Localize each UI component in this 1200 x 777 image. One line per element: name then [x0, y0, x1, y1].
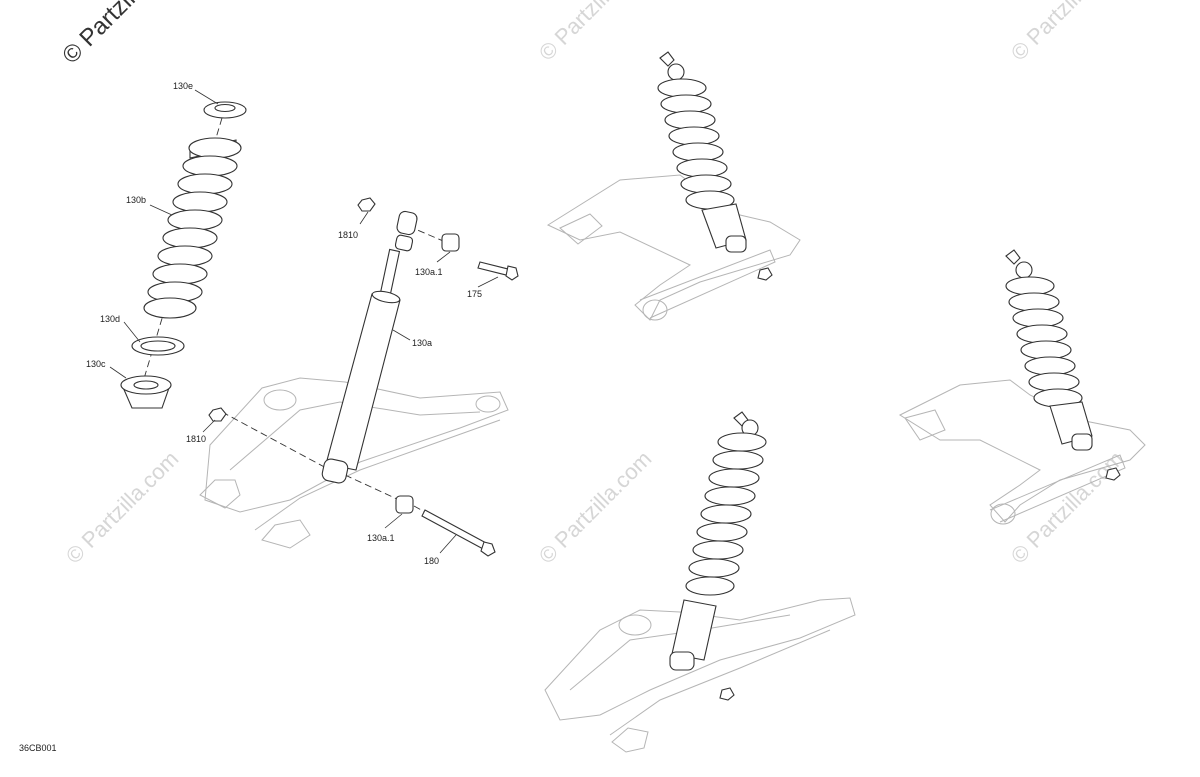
swing-arm-ghost [199, 377, 509, 549]
callout-130b: 130b [126, 195, 146, 205]
callout-130a: 130a [412, 338, 432, 348]
spring-seat-part [131, 336, 185, 356]
shock-assembled-2 [1005, 249, 1093, 451]
nut-top-part [357, 197, 376, 212]
watermark-top-right: © Partzilla.com [1006, 0, 1129, 66]
watermark-mid-left: © Partzilla.com [61, 446, 184, 569]
callout-130e: 130e [173, 81, 193, 91]
spring-cup-part [120, 375, 172, 409]
assembled-view-top-center [546, 51, 801, 321]
coil-spring-part [139, 117, 242, 393]
watermark-layer: © Partzilla © Partzilla.com © Partzilla.… [57, 0, 1128, 569]
callout-180: 180 [424, 556, 439, 566]
callout-130d: 130d [100, 314, 120, 324]
spring-stop-part [203, 101, 247, 119]
watermark-main: © Partzilla [57, 0, 154, 69]
callout-130a1-bottom: 130a.1 [367, 533, 395, 543]
callout-130c: 130c [86, 359, 106, 369]
watermark-top-center: © Partzilla.com [534, 0, 657, 66]
bushing-bottom-part [395, 495, 414, 514]
assembled-view-bottom-center [544, 411, 856, 753]
watermark-mid-right: © Partzilla.com [1006, 446, 1129, 569]
callout-1810-bottom: 1810 [186, 434, 206, 444]
shock-absorber-part [221, 210, 456, 506]
watermark-mid-center: © Partzilla.com [534, 446, 657, 569]
leader-lines [109, 89, 499, 554]
bushing-top-part [441, 233, 460, 252]
nut-bottom-part [208, 407, 227, 422]
exploded-assembly: 130e 130b 130d 130c 1810 130a 130a.1 175… [86, 81, 519, 566]
callout-1810-top: 1810 [338, 230, 358, 240]
bolt-180-part [413, 505, 496, 557]
shock-assembled-3 [669, 411, 767, 671]
callout-175: 175 [467, 289, 482, 299]
assembled-view-right [898, 249, 1146, 525]
diagram-code: 36CB001 [19, 743, 57, 753]
shock-assembled-1 [657, 51, 747, 253]
callout-130a1-top: 130a.1 [415, 267, 443, 277]
bolt-175-part [477, 261, 519, 281]
